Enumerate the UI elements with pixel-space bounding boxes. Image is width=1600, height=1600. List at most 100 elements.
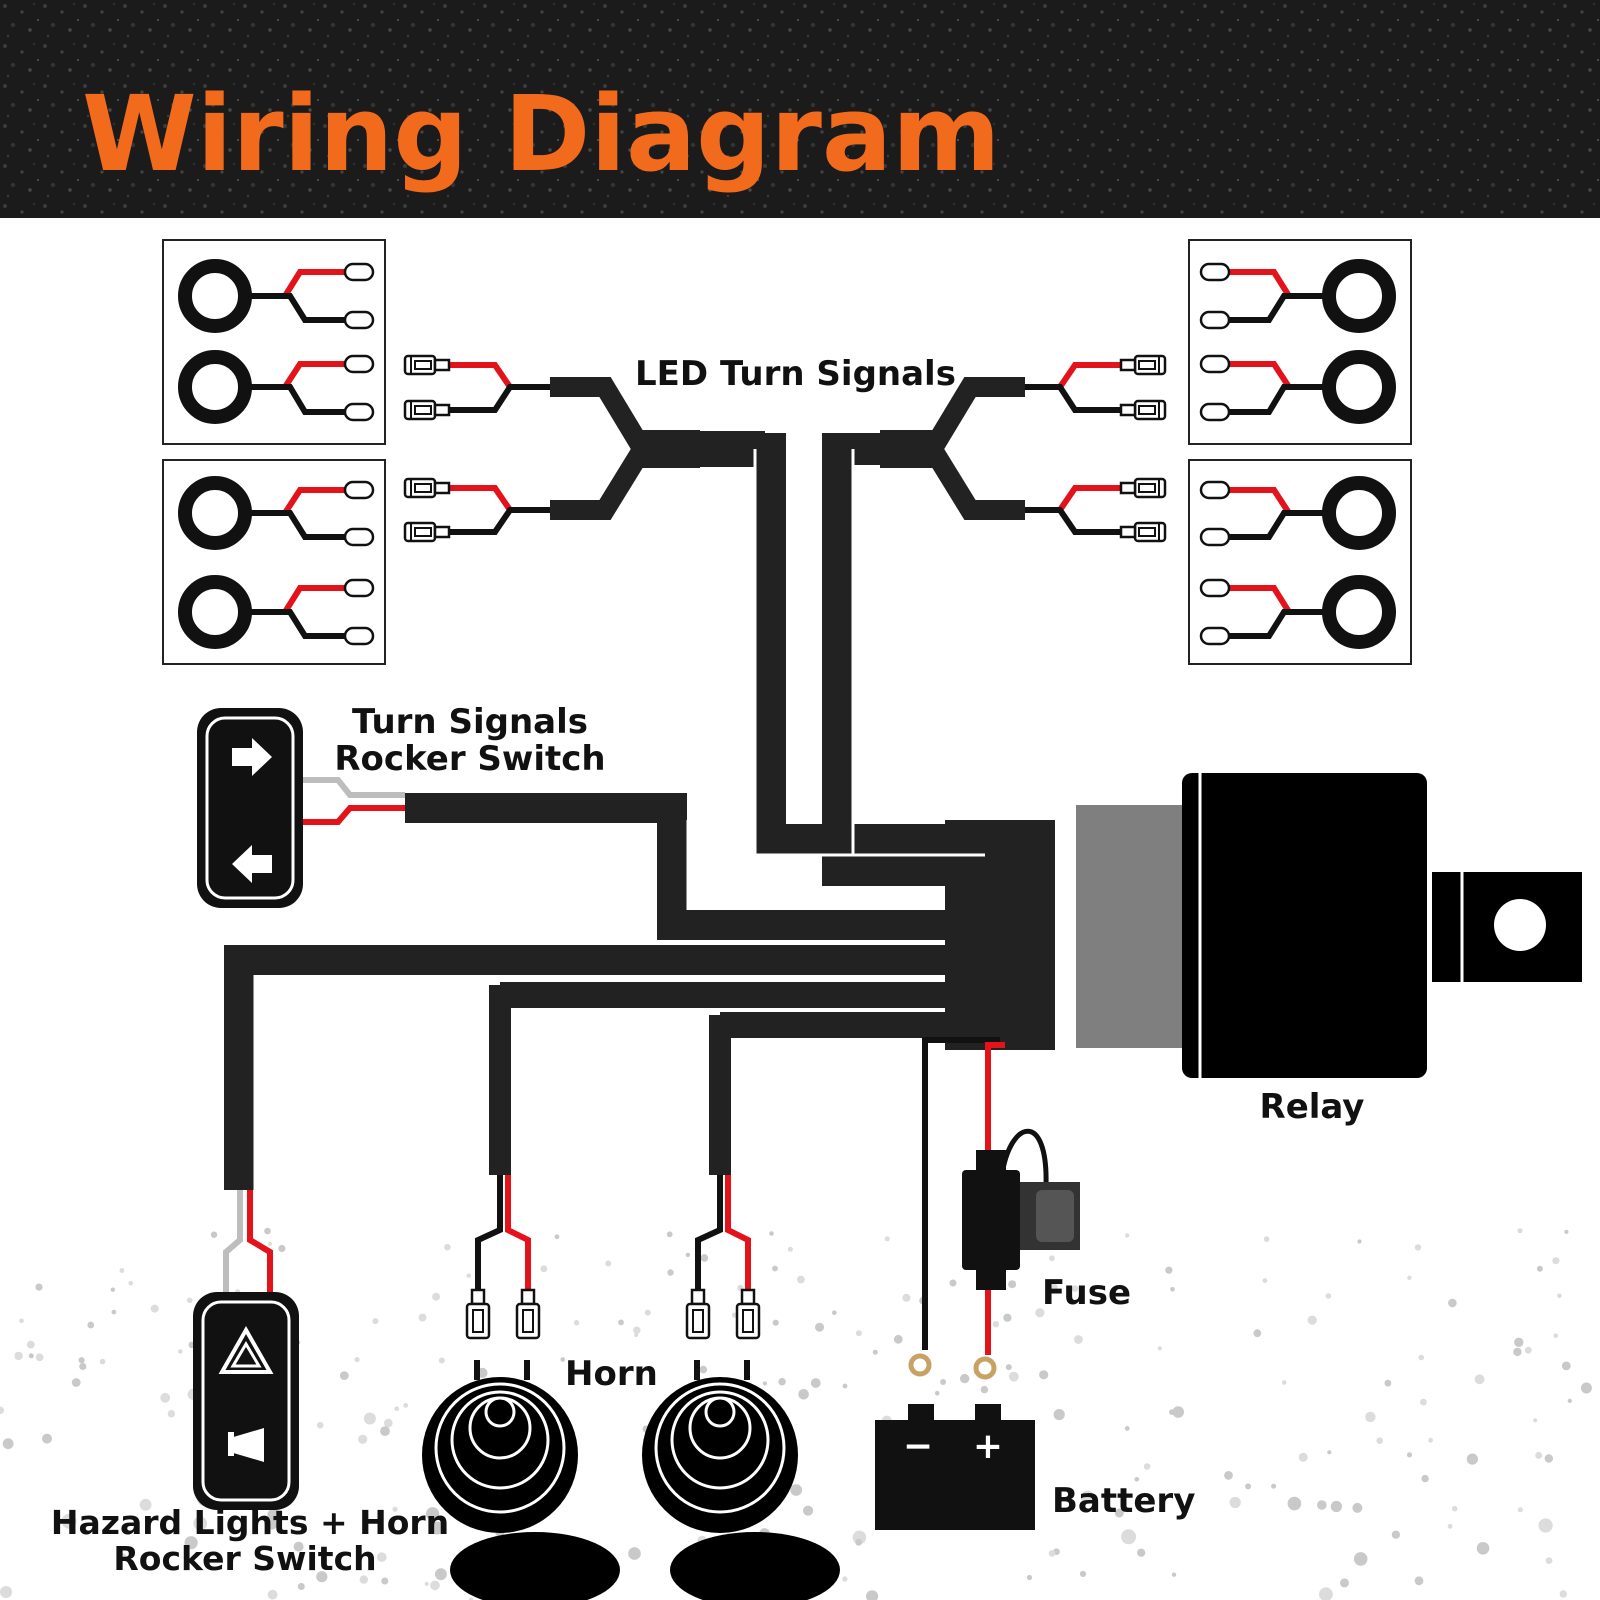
gravel-speck <box>1538 1518 1553 1533</box>
gravel-speck <box>1391 1530 1400 1539</box>
arrow-left-icon <box>232 845 272 883</box>
gravel-speck <box>934 1390 940 1396</box>
gravel-speck <box>1561 1361 1571 1371</box>
gravel-speck <box>1170 1287 1175 1292</box>
gravel-speck <box>469 1597 474 1600</box>
horn-left-connector-b <box>515 1288 541 1340</box>
gravel-speck <box>1545 1557 1553 1564</box>
horn-right-connector-b <box>735 1288 761 1340</box>
label-turn-switch-line2: Rocker Switch <box>334 739 605 779</box>
gravel-speck <box>1050 1283 1058 1291</box>
led-light-box-top-left <box>162 239 386 445</box>
gravel-speck <box>466 1273 471 1278</box>
gravel-speck <box>605 1260 612 1267</box>
gravel-speck <box>193 1516 208 1531</box>
header-banner <box>0 0 1600 218</box>
gravel-speck <box>210 1231 218 1238</box>
battery: − + <box>875 1404 1035 1530</box>
gravel-speck <box>1357 1239 1362 1244</box>
right-signal-connectors <box>1025 354 1167 543</box>
label-horn: Horn <box>565 1354 658 1394</box>
gravel-speck <box>339 1371 349 1380</box>
gravel-speck <box>1559 1590 1568 1598</box>
gravel-speck <box>1281 1380 1287 1385</box>
gravel-speck <box>634 1333 639 1337</box>
gravel-speck <box>186 1297 193 1304</box>
gravel-speck <box>893 1334 903 1344</box>
gravel-speck <box>832 1310 837 1315</box>
gravel-speck <box>111 1309 117 1315</box>
gravel-speck <box>1172 1406 1184 1418</box>
gravel-speck <box>392 1506 398 1512</box>
gravel-speck <box>1407 1275 1412 1281</box>
gravel-speck <box>1448 1298 1457 1308</box>
gravel-speck <box>1049 1255 1055 1262</box>
gravel-speck <box>1420 1398 1427 1406</box>
gravel-speck <box>560 1357 565 1362</box>
gravel-speck <box>1517 1228 1523 1234</box>
gravel-speck <box>810 1378 821 1388</box>
gravel-speck <box>1476 1542 1490 1555</box>
gravel-speck <box>438 1357 445 1364</box>
gravel-speck <box>1053 1409 1065 1421</box>
gravel-speck <box>293 1541 304 1552</box>
gravel-speck <box>618 1319 624 1326</box>
gravel-speck <box>160 1392 171 1403</box>
gravel-speck <box>1143 1463 1151 1470</box>
gravel-speck <box>1353 1552 1368 1566</box>
gravel-speck <box>1079 1570 1087 1577</box>
gravel-speck <box>35 1283 43 1291</box>
gravel-speck <box>1317 1500 1327 1510</box>
gravel-speck <box>0 1586 12 1598</box>
gravel-speck <box>1121 1529 1137 1545</box>
horn-left-connector-a <box>465 1288 491 1340</box>
gravel-speck <box>432 1292 441 1301</box>
gravel-speck <box>278 1244 286 1253</box>
gravel-speck <box>1514 1337 1524 1348</box>
gravel-speck <box>644 1309 651 1316</box>
gravel-speck <box>685 1252 691 1258</box>
gravel-speck <box>1008 1371 1019 1382</box>
gravel-speck <box>121 1553 126 1559</box>
gravel-speck <box>1376 1437 1383 1444</box>
gravel-speck <box>1071 1285 1079 1292</box>
gravel-speck <box>316 1421 324 1429</box>
gravel-speck <box>855 1538 863 1546</box>
gravel-speck <box>1319 1587 1333 1600</box>
gravel-speck <box>540 1265 548 1273</box>
gravel-speck <box>1253 1329 1262 1338</box>
gravel-speck <box>267 1589 278 1600</box>
gravel-speck <box>178 1349 183 1354</box>
gravel-speck <box>1114 1508 1124 1518</box>
hazard-triangle-icon <box>218 1325 274 1374</box>
gravel-speck <box>359 1575 368 1584</box>
gravel-speck <box>435 1568 447 1581</box>
gravel-speck <box>381 1577 389 1585</box>
gravel-speck <box>1298 1452 1308 1462</box>
gravel-speck <box>1365 1411 1376 1423</box>
gravel-speck <box>1026 1574 1033 1581</box>
gravel-speck <box>424 1581 429 1586</box>
gravel-speck <box>1414 1576 1424 1586</box>
gravel-speck <box>798 1389 809 1400</box>
gravel-speck <box>267 1241 272 1246</box>
page-title: Wiring Diagram <box>82 73 1000 195</box>
gravel-speck <box>61 1513 77 1529</box>
battery-minus-sign: − <box>903 1426 933 1467</box>
gravel-speck <box>1564 1229 1569 1234</box>
gravel-speck <box>769 1231 774 1236</box>
gravel-speck <box>866 1590 879 1600</box>
gravel-speck <box>700 1254 709 1262</box>
gravel-speck <box>1544 1454 1554 1463</box>
gravel-speck <box>980 1385 989 1394</box>
gravel-speck <box>1474 1374 1485 1385</box>
battery-terminals <box>908 1353 997 1380</box>
gravel-speck <box>762 1381 767 1386</box>
gravel-speck <box>1447 1523 1453 1529</box>
gravel-speck <box>184 1536 198 1550</box>
gravel-speck <box>1567 1398 1572 1403</box>
horn-right-connector-a <box>685 1288 711 1340</box>
gravel-speck <box>1557 1293 1562 1299</box>
